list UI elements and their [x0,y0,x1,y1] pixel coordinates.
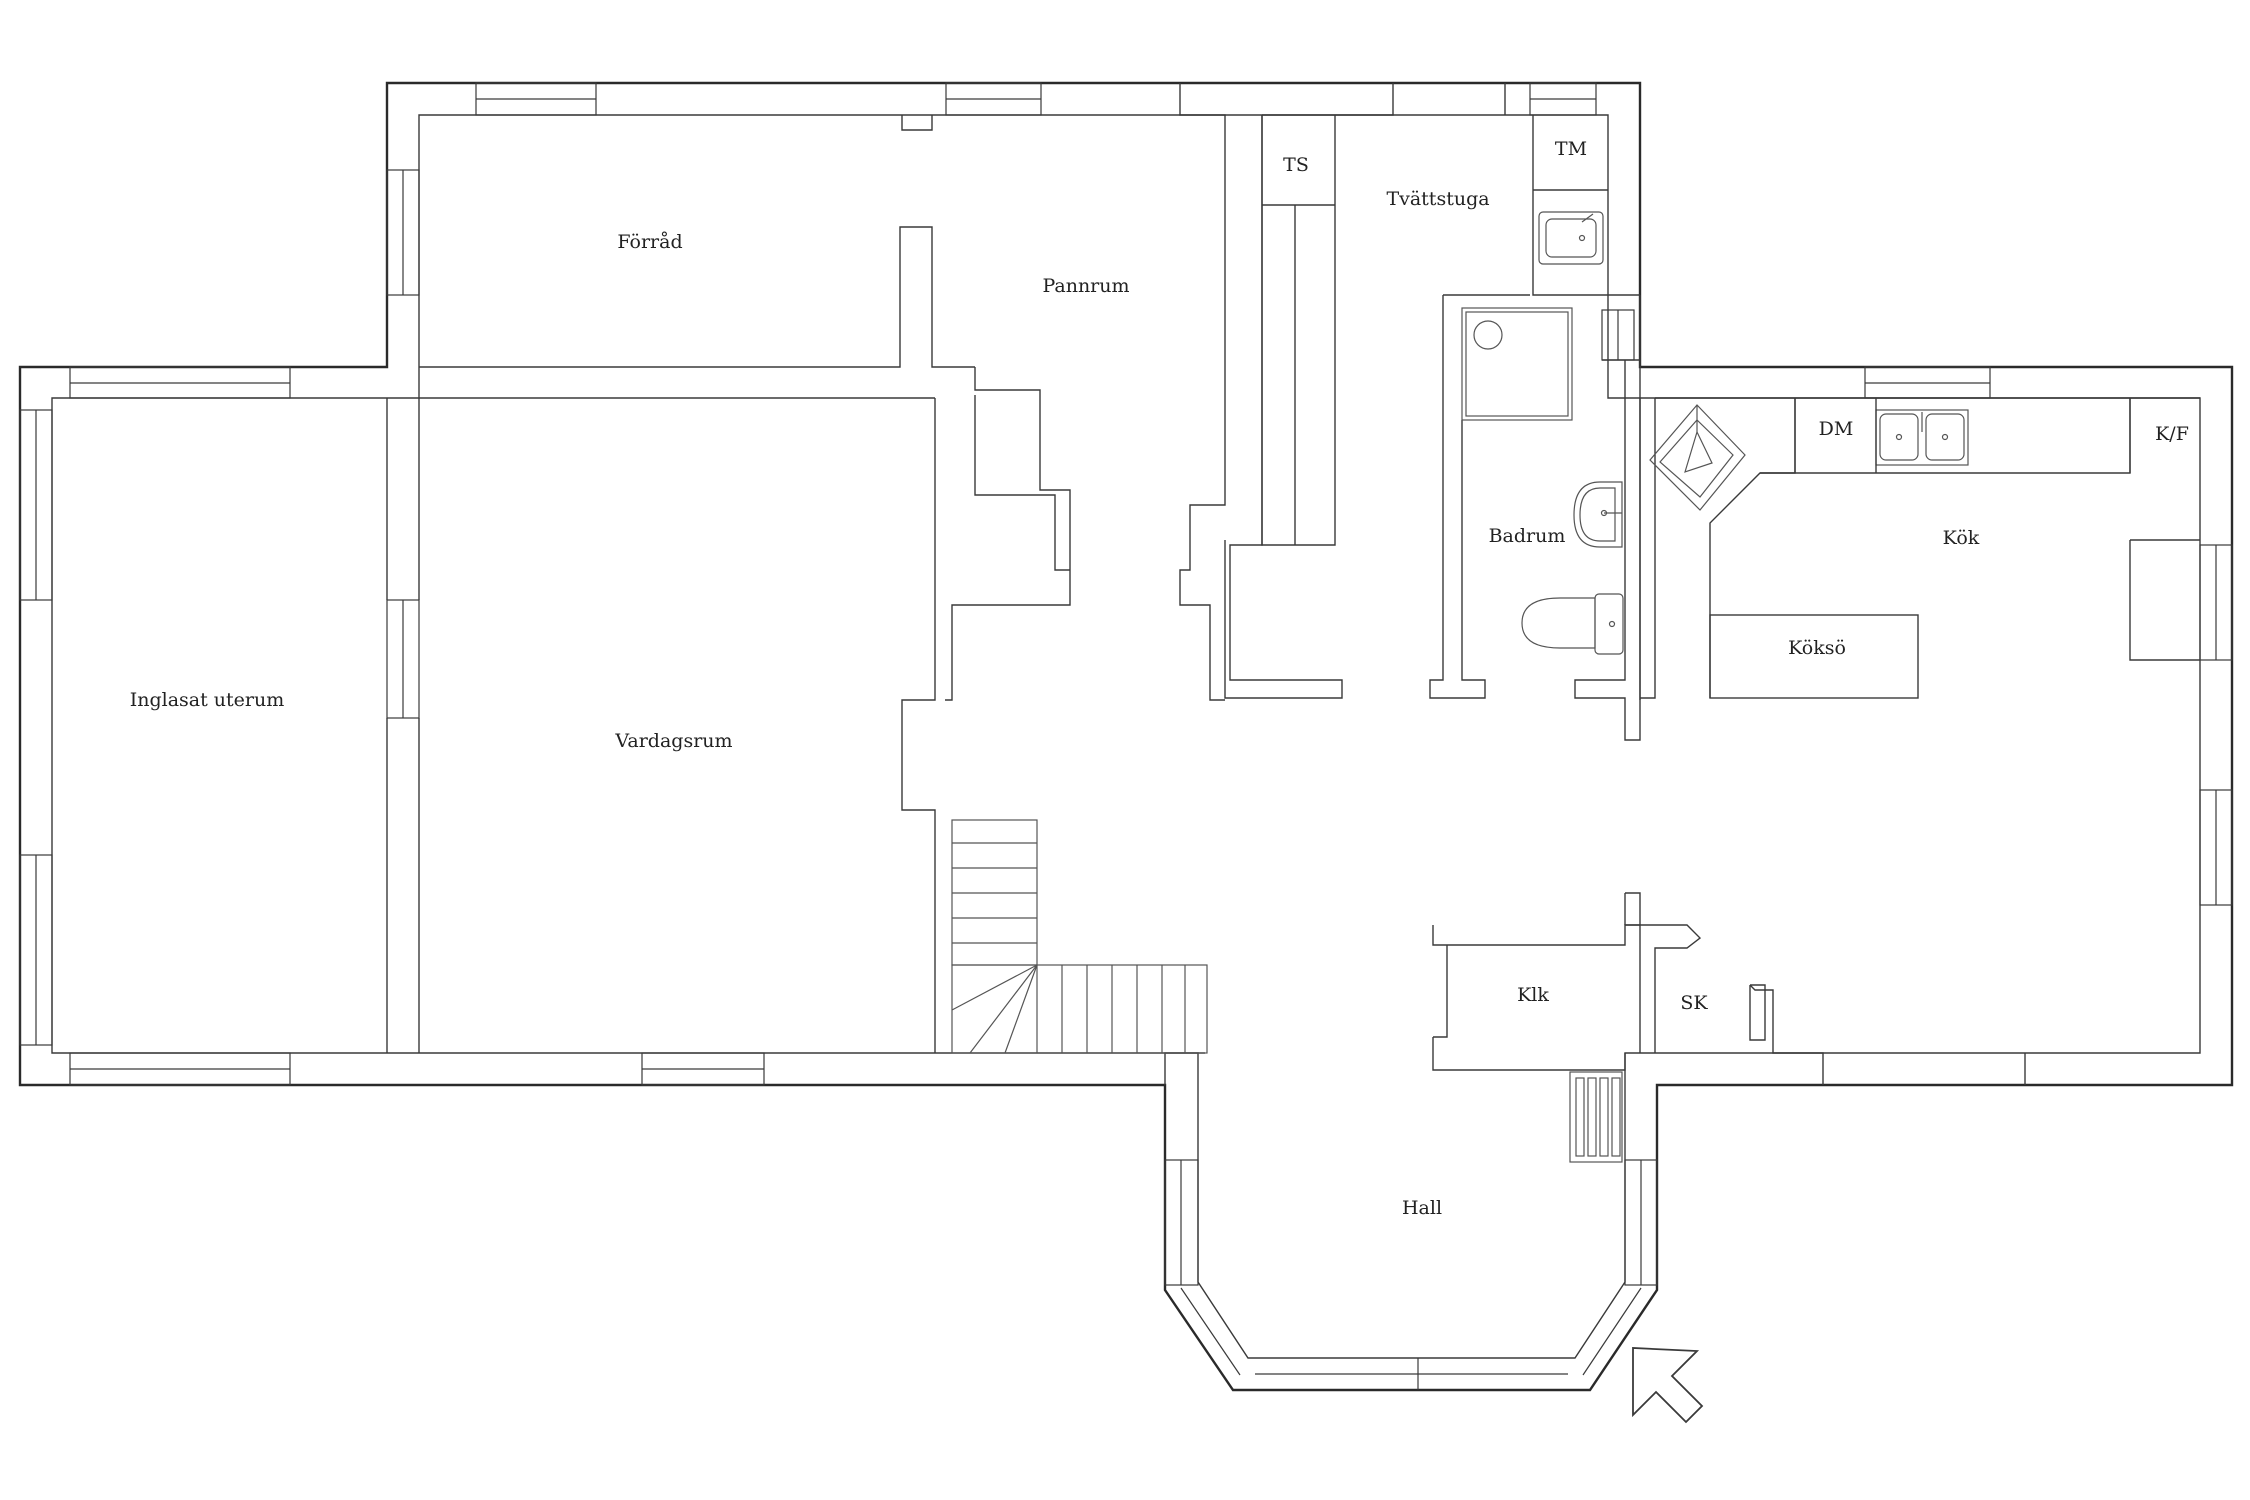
label-inglasat-uterum: Inglasat uterum [130,689,285,711]
fireplace-icon [1649,404,1746,511]
label-kokso: Köksö [1788,637,1846,659]
label-klk: Klk [1517,984,1549,1006]
label-tvattstuga: Tvättstuga [1386,188,1489,210]
label-kf: K/F [2155,423,2189,445]
label-dm: DM [1819,418,1854,440]
sink-icon [1573,481,1623,548]
label-pannrum: Pannrum [1042,275,1129,297]
label-badrum: Badrum [1489,525,1566,547]
windows [19,82,2233,1390]
label-forrad: Förråd [617,231,682,253]
radiator [1569,1071,1623,1163]
kitchen-sink [1875,409,1969,466]
toilet-icon [1521,593,1624,655]
label-kok: Kök [1943,527,1980,549]
staircase [951,819,1208,1054]
laundry-sink [1538,211,1604,265]
label-ts: TS [1283,154,1309,176]
shower-icon [1461,307,1573,421]
label-tm: TM [1555,138,1587,160]
label-sk: SK [1680,992,1708,1014]
label-vardagsrum: Vardagsrum [614,730,732,752]
room-labels: Förråd Pannrum TS Tvättstuga TM Badrum D… [130,138,2189,1219]
entrance-arrow-icon [1632,1347,1704,1424]
kitchen-cabinet-dividers [1794,398,2131,473]
label-hall: Hall [1402,1197,1442,1219]
